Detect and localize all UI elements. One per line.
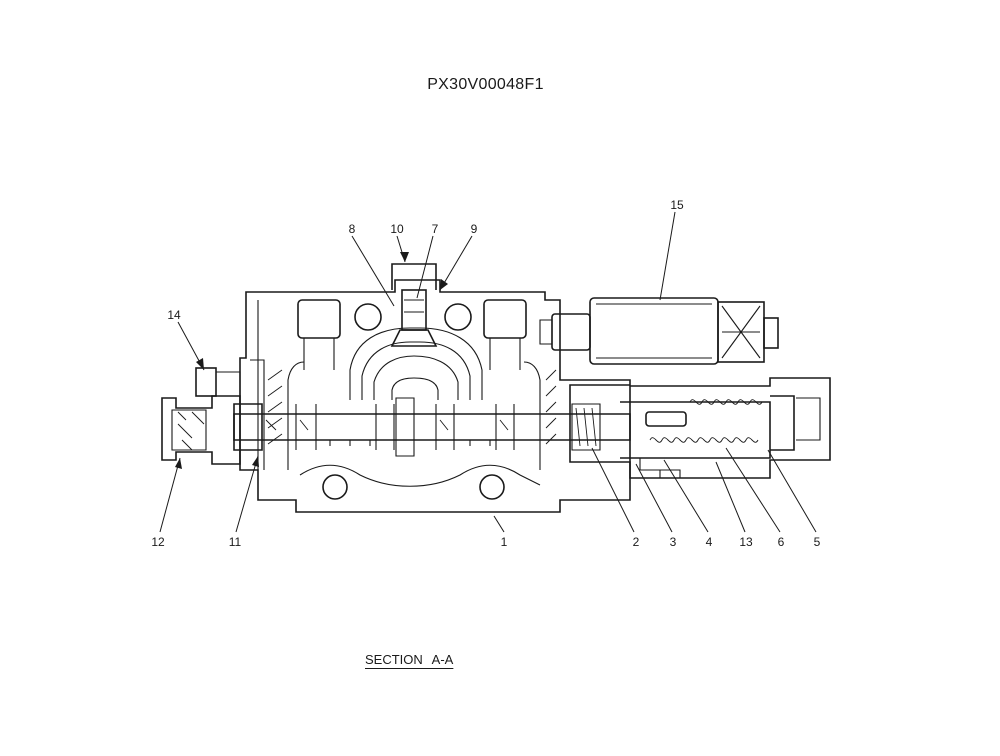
callout-10: 10: [390, 222, 404, 236]
callout-6: 6: [777, 535, 785, 549]
callout-8: 8: [348, 222, 356, 236]
valve-body: [239, 279, 631, 513]
callout-4: 4: [705, 535, 713, 549]
callout-5: 5: [813, 535, 821, 549]
leader-lines: [159, 211, 817, 533]
check-plug: [390, 263, 438, 347]
spring-housing: [620, 377, 831, 479]
drawing-code: PX30V00048F1: [427, 76, 544, 93]
callout-2: 2: [632, 535, 640, 549]
internal-passages: [267, 327, 557, 470]
callout-13: 13: [739, 535, 753, 549]
callout-12: 12: [151, 535, 165, 549]
solenoid: [539, 297, 779, 365]
callout-7: 7: [431, 222, 439, 236]
callout-1: 1: [500, 535, 508, 549]
callout-3: 3: [669, 535, 677, 549]
section-title: SECTION A-A: [365, 652, 454, 667]
callout-15: 15: [670, 198, 684, 212]
callout-11: 11: [228, 535, 242, 549]
callout-9: 9: [470, 222, 478, 236]
left-end-cap: [161, 367, 241, 465]
callout-14: 14: [167, 308, 181, 322]
